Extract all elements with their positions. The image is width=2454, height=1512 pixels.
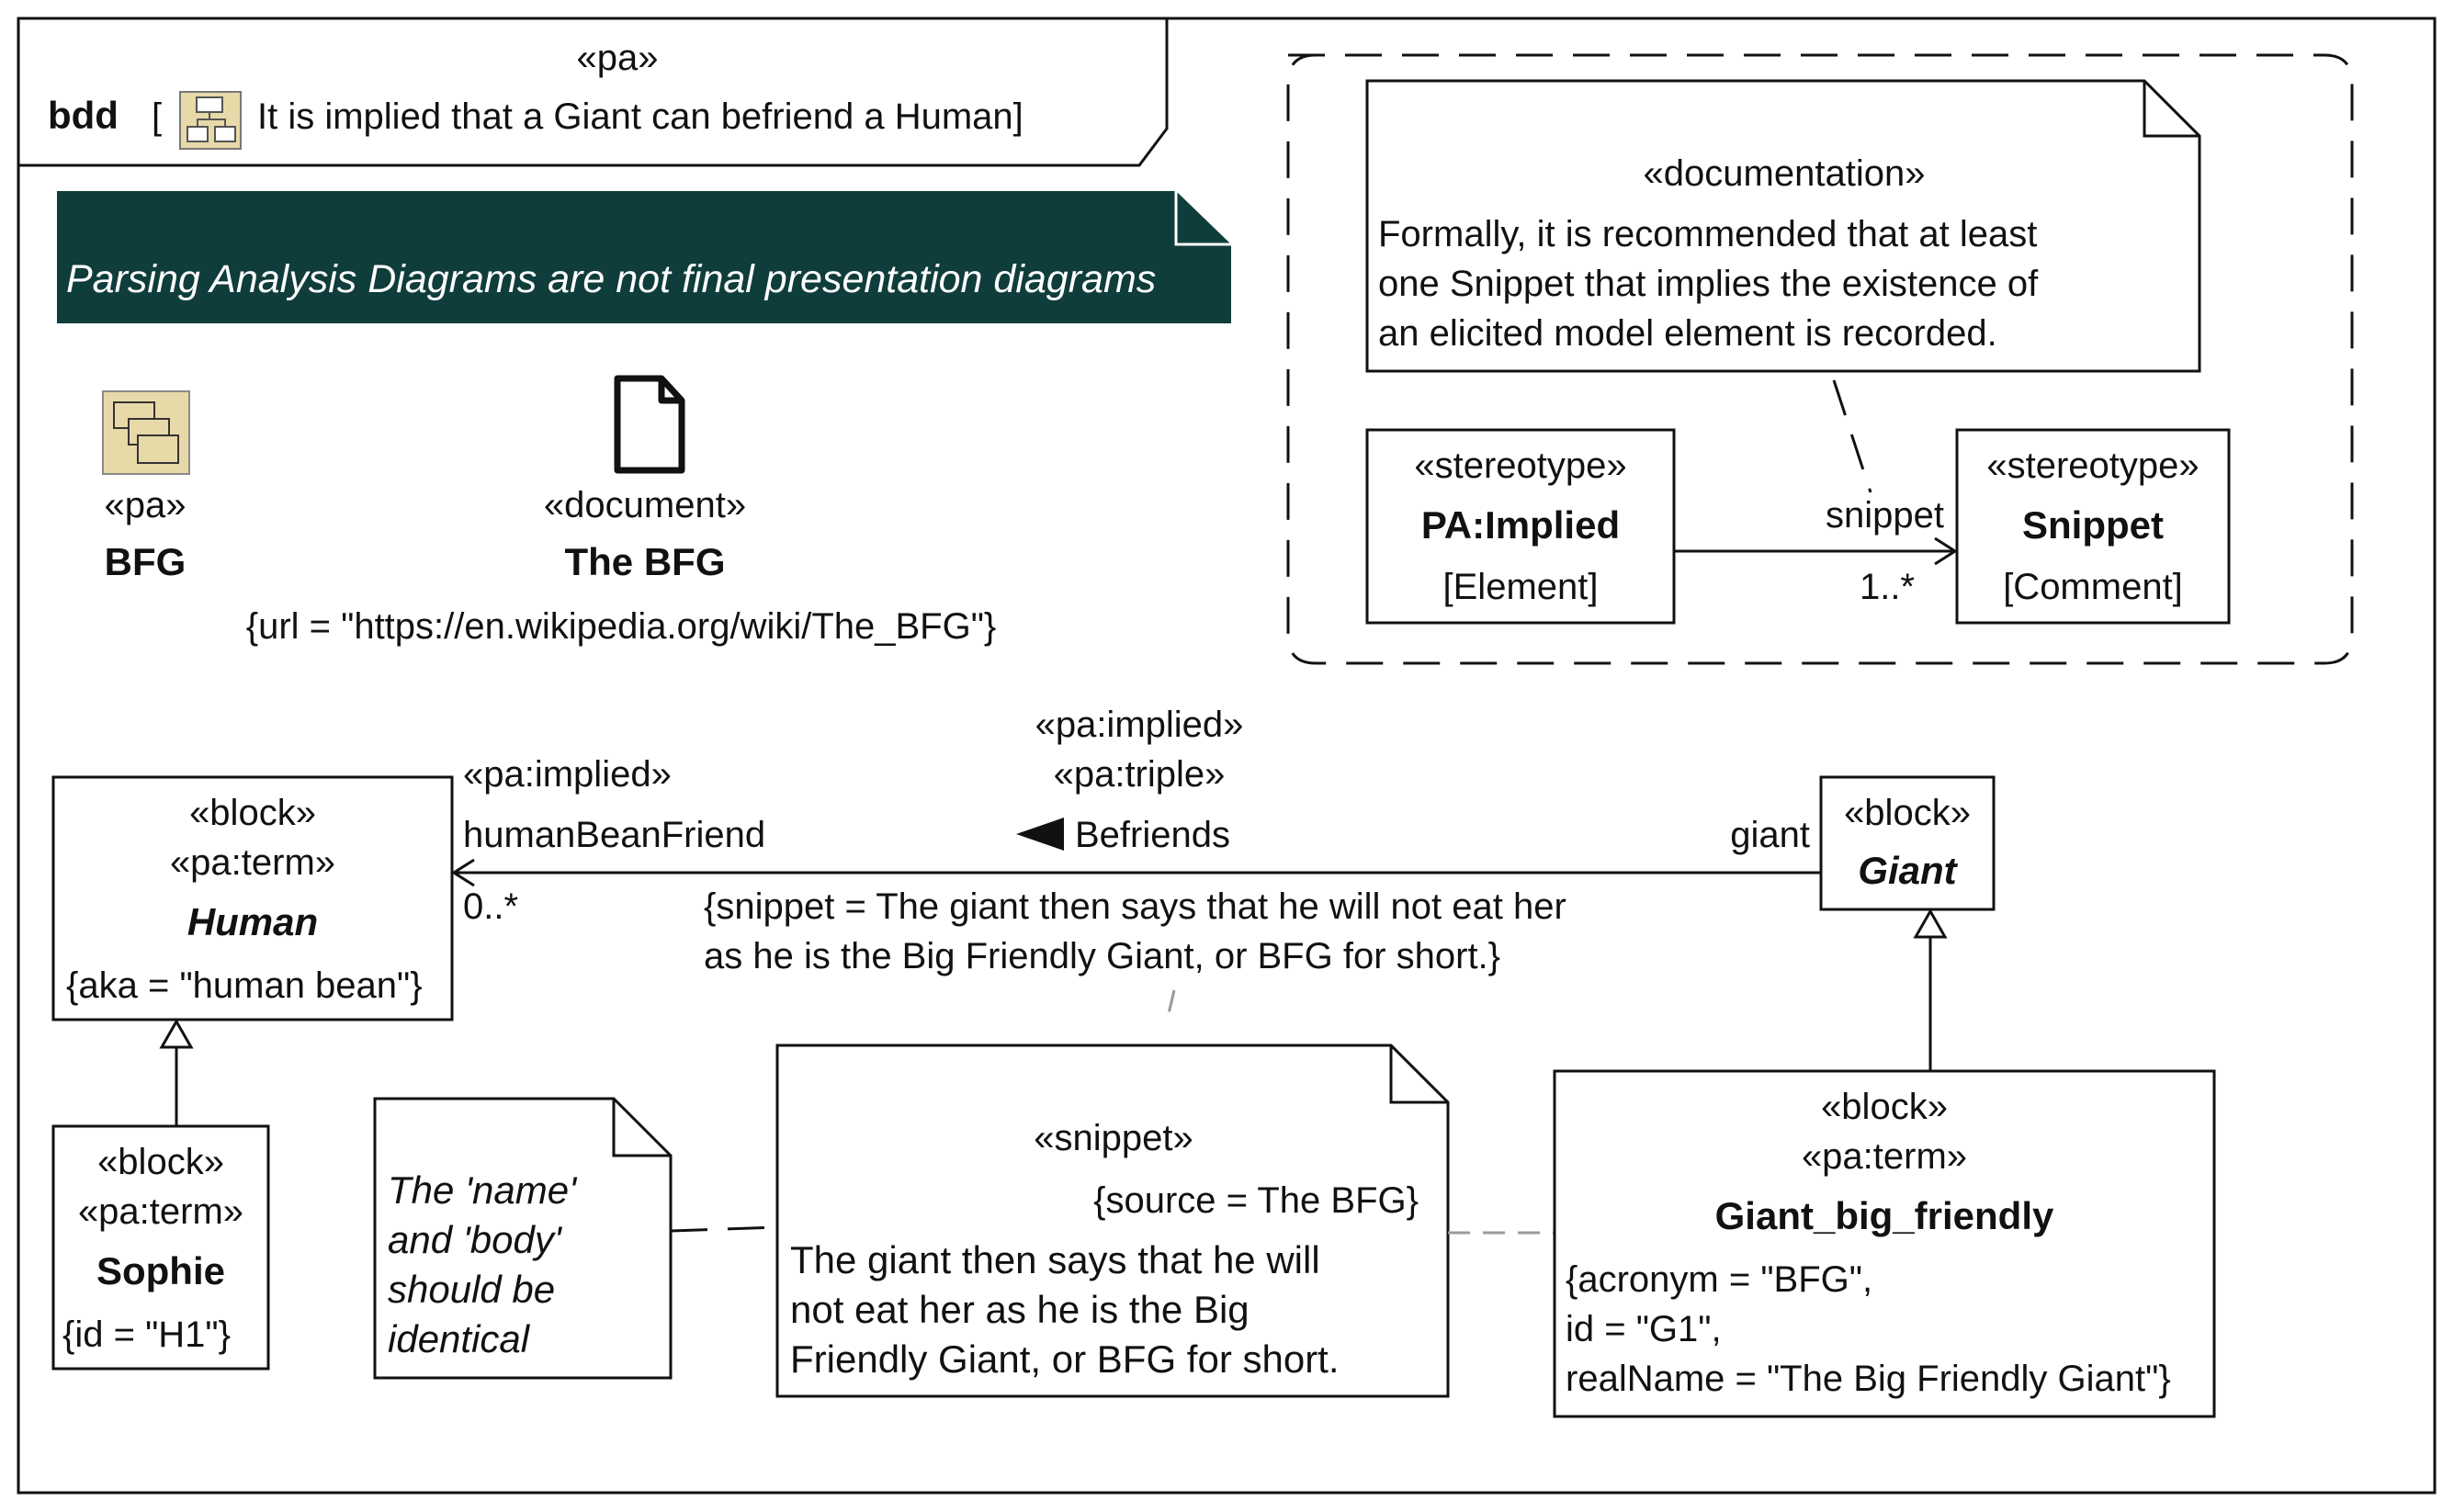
human-aka-tag: {aka = "human bean"} xyxy=(66,965,423,1006)
human-stereotype-block: «block» xyxy=(189,793,316,833)
frame-stereotype: «pa» xyxy=(577,38,659,78)
pa-implied-stereotype: «stereotype» xyxy=(1414,446,1626,486)
frame-label-tab xyxy=(18,18,1169,167)
document-stereotype: «document» xyxy=(544,485,746,525)
snippet-metaclass: [Comment] xyxy=(2003,567,2183,607)
italic-note-anchor xyxy=(670,1225,778,1233)
italic-note-line-1: The 'name' xyxy=(388,1168,578,1212)
association-name: Befriends xyxy=(1075,815,1230,855)
document-url-tag: {url = "https://en.wikipedia.org/wiki/Th… xyxy=(246,606,997,647)
sophie-stereotype-block: «block» xyxy=(97,1142,224,1182)
stereotype-pa-implied xyxy=(1365,428,1676,625)
banner-text: Parsing Analysis Diagrams are not final … xyxy=(66,257,1156,301)
association-snippet-tag-1: {snippet = The giant then says that he w… xyxy=(704,886,1566,927)
documentation-note xyxy=(1365,79,2201,373)
gbf-name: Giant_big_friendly xyxy=(1715,1194,2054,1237)
package-stereotype: «pa» xyxy=(105,485,187,525)
italic-note-line-2: and 'body' xyxy=(388,1218,563,1261)
documentation-note-fold xyxy=(2143,81,2200,138)
frame-bracket-open: [ xyxy=(152,96,162,137)
italic-note-fold xyxy=(612,1099,671,1157)
documentation-line-2: one Snippet that implies the existence o… xyxy=(1378,264,2039,304)
legend-region xyxy=(1286,53,2354,665)
document-icon xyxy=(614,375,685,474)
stereotype-snippet xyxy=(1955,428,2231,625)
human-stereotype-term: «pa:term» xyxy=(170,842,335,883)
package-name: BFG xyxy=(105,540,187,583)
snippet-to-association-anchor xyxy=(1165,989,1176,1022)
italic-note xyxy=(373,1097,673,1380)
pa-implied-name: PA:Implied xyxy=(1421,503,1620,547)
reading-direction-triangle xyxy=(1016,818,1064,851)
sophie-stereotype-term: «pa:term» xyxy=(78,1191,243,1232)
documentation-line-3: an elicited model element is recorded. xyxy=(1378,313,1997,354)
package-icon xyxy=(102,390,190,475)
snippet-note-stereotype: «snippet» xyxy=(1034,1118,1193,1158)
documentation-stereotype: «documentation» xyxy=(1644,153,1926,194)
block-sophie xyxy=(51,1124,270,1371)
snippet-note xyxy=(775,1044,1450,1398)
block-giant xyxy=(1819,775,1996,911)
association-end-stereotype: «pa:implied» xyxy=(463,754,672,795)
snippet-note-fold xyxy=(1389,1045,1448,1104)
italic-note-line-4: identical xyxy=(388,1317,531,1360)
snippet-note-source-tag: {source = The BFG} xyxy=(1093,1180,1419,1221)
frame-kind: bdd xyxy=(48,94,119,137)
snippet-association-multiplicity: 1..* xyxy=(1860,567,1915,607)
gbf-tag-line-1: {acronym = "BFG", xyxy=(1566,1259,1872,1300)
association-stereotype-implied: «pa:implied» xyxy=(1035,705,1244,745)
gbf-stereotype-block: «block» xyxy=(1821,1087,1948,1127)
italic-note-line-3: should be xyxy=(388,1268,555,1311)
diagram-frame xyxy=(17,17,2437,1495)
banner-fold xyxy=(1174,191,1231,246)
banner-note xyxy=(57,191,1231,323)
gbf-generalization-head xyxy=(1913,908,1948,939)
human-name: Human xyxy=(187,900,318,943)
gbf-tag-line-2: id = "G1", xyxy=(1566,1309,1722,1349)
snippet-association-role: snippet xyxy=(1826,495,1944,536)
giant-name: Giant xyxy=(1858,849,1958,892)
documentation-line-1: Formally, it is recommended that at leas… xyxy=(1378,214,2037,254)
sophie-id-tag: {id = "H1"} xyxy=(62,1315,231,1355)
befriends-navigation-arrow xyxy=(451,858,475,887)
association-end-role: humanBeanFriend xyxy=(463,815,765,855)
snippet-name: Snippet xyxy=(2022,503,2164,547)
diagram-type-icon xyxy=(179,91,242,150)
snippet-note-line-3: Friendly Giant, or BFG for short. xyxy=(790,1337,1340,1381)
snippet-stereotype: «stereotype» xyxy=(1986,446,2199,486)
document-name: The BFG xyxy=(565,540,726,583)
block-giant-big-friendly xyxy=(1553,1069,2216,1418)
sophie-name: Sophie xyxy=(96,1249,225,1292)
gbf-tag-line-3: realName = "The Big Friendly Giant"} xyxy=(1566,1359,2171,1399)
pa-implied-metaclass: [Element] xyxy=(1443,567,1599,607)
association-snippet-tag-2: as he is the Big Friendly Giant, or BFG … xyxy=(704,936,1500,976)
association-giant-role: giant xyxy=(1730,815,1810,855)
gbf-stereotype-term: «pa:term» xyxy=(1802,1136,1967,1177)
block-human xyxy=(51,775,454,1021)
giant-stereotype: «block» xyxy=(1844,793,1971,833)
documentation-anchor xyxy=(1832,379,1872,493)
snippet-note-line-2: not eat her as he is the Big xyxy=(790,1288,1250,1331)
sophie-generalization-head xyxy=(159,1018,194,1049)
snippet-note-line-1: The giant then says that he will xyxy=(790,1238,1320,1281)
association-end-multiplicity: 0..* xyxy=(463,886,518,927)
frame-title: It is implied that a Giant can befriend … xyxy=(257,96,1023,137)
snippet-association-arrow xyxy=(1934,536,1958,566)
association-stereotype-triple: «pa:triple» xyxy=(1054,754,1226,795)
